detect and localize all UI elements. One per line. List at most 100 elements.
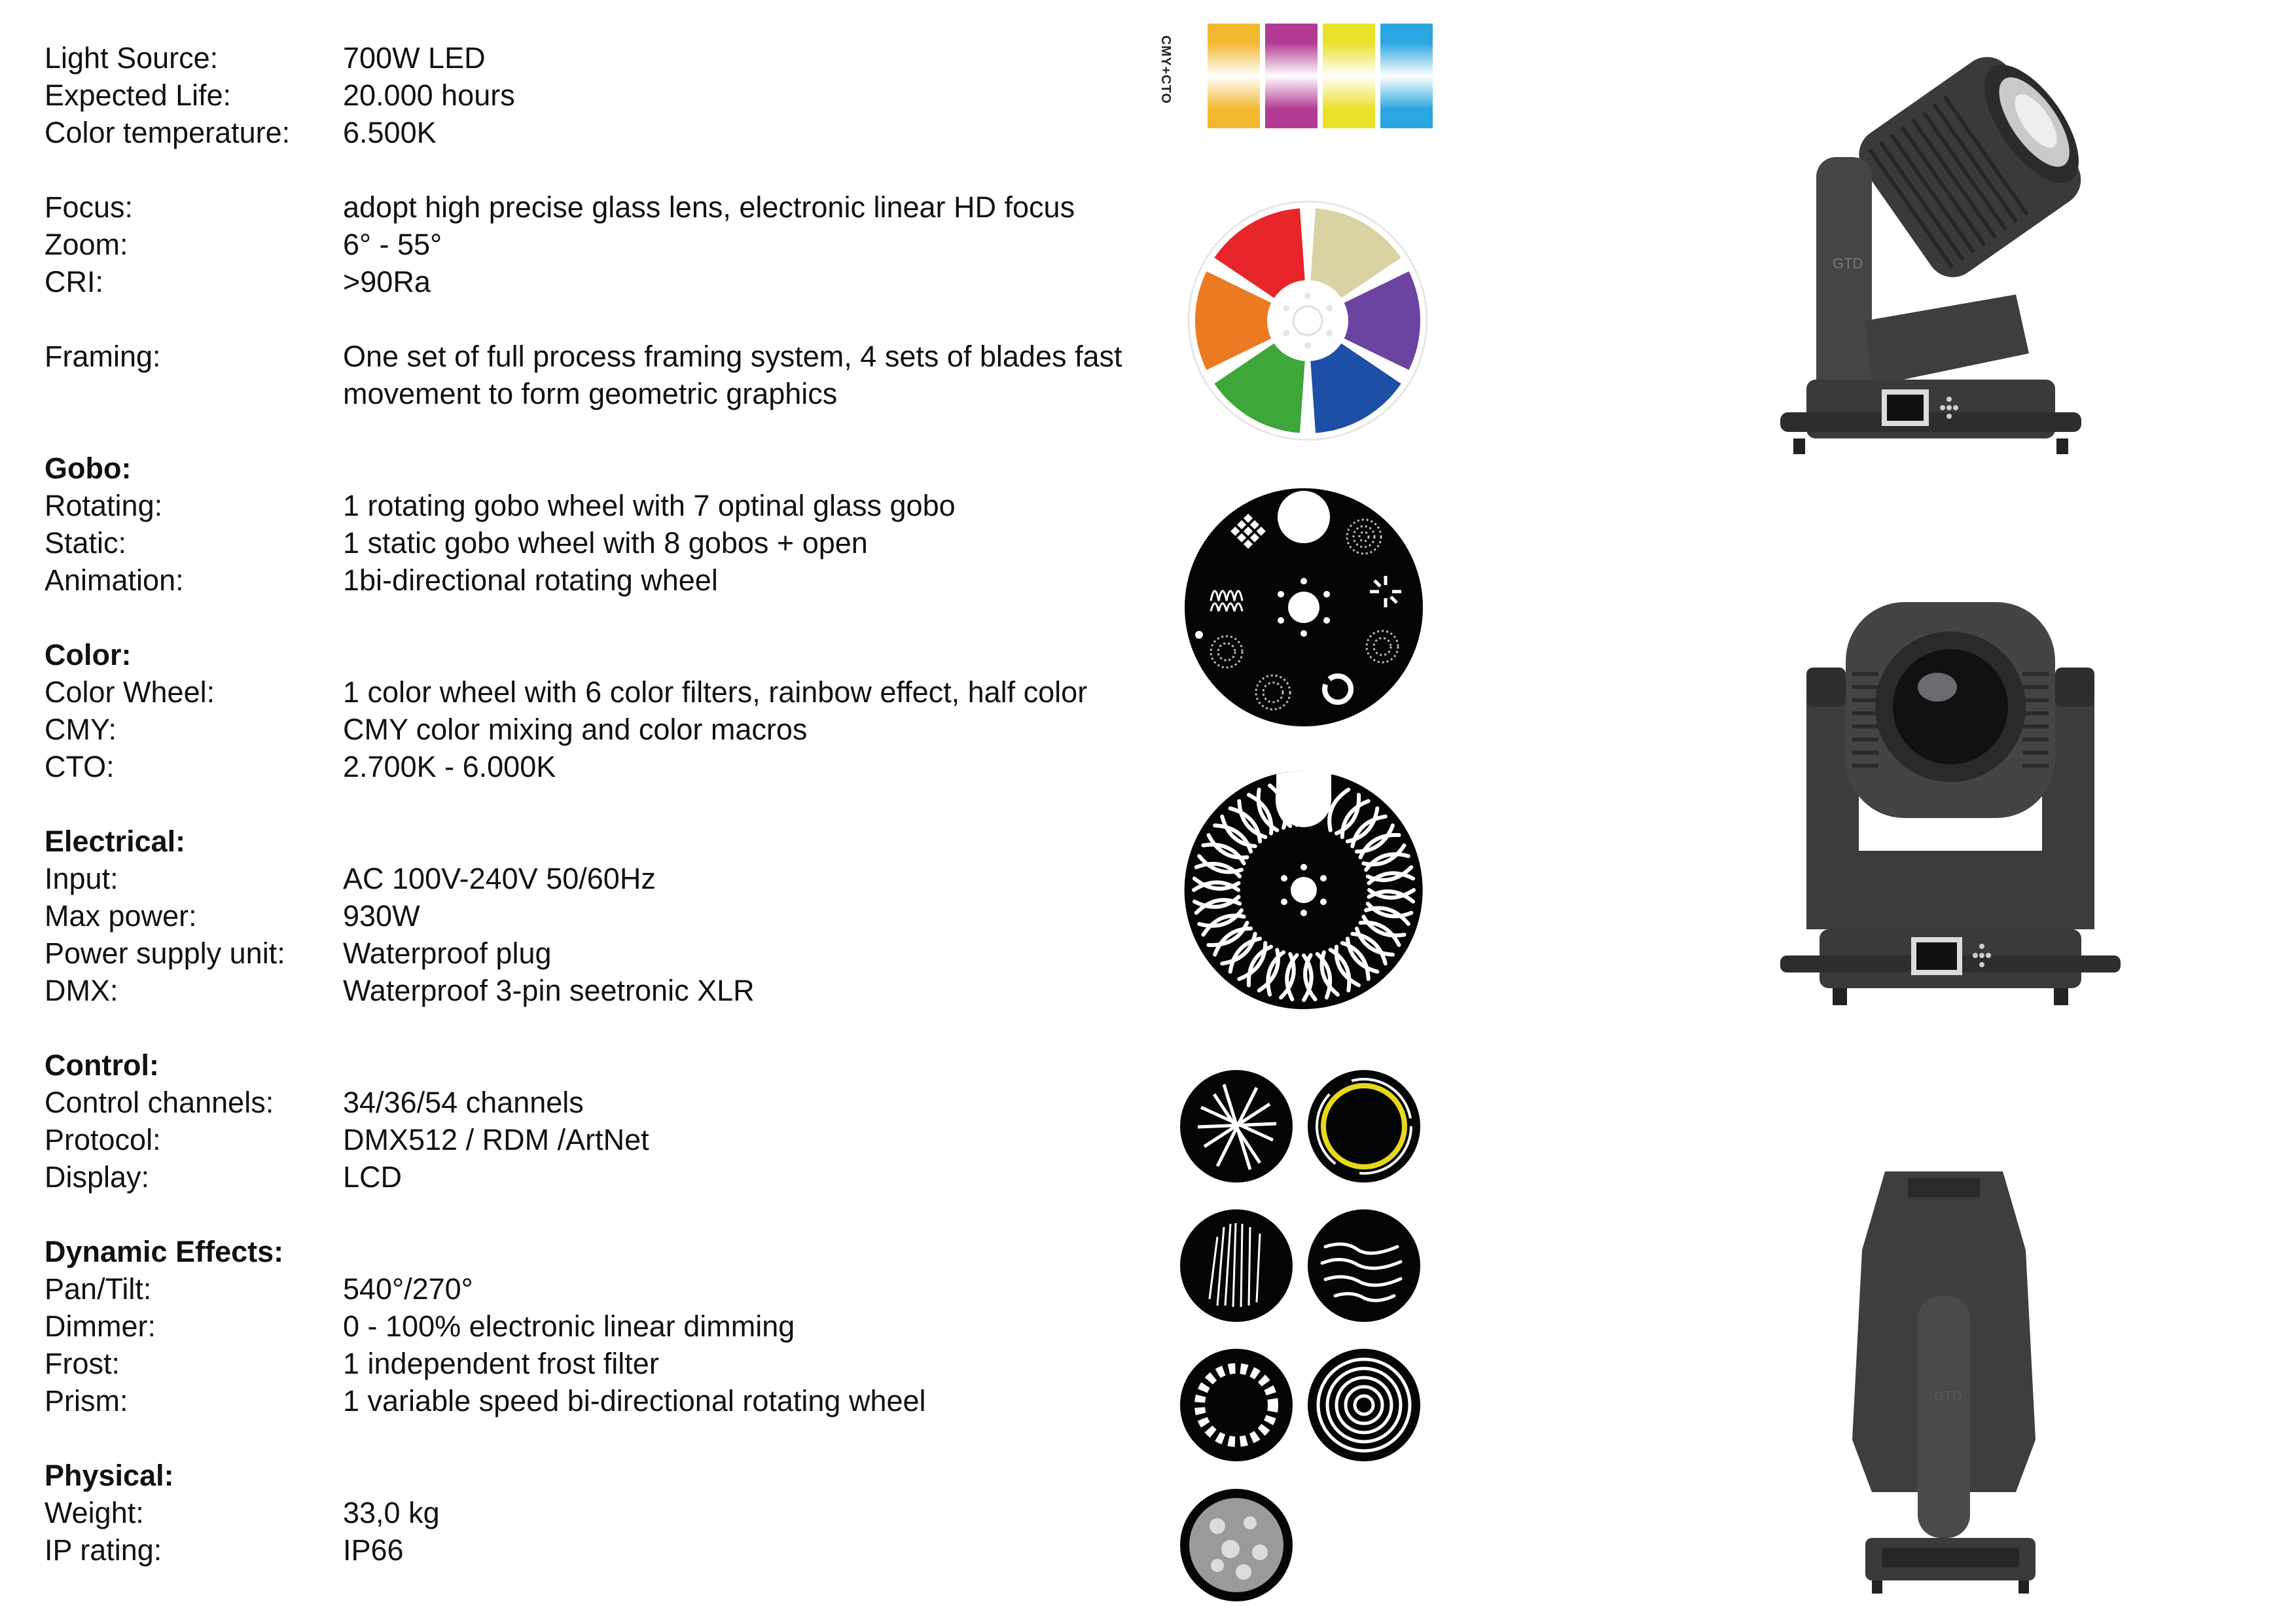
animation-streak — [1315, 952, 1333, 1000]
spec-value: One set of full process framing system, … — [343, 340, 1122, 410]
section-heading-physical: Physical: — [45, 1459, 174, 1492]
spec-label: Protocol: — [45, 1123, 161, 1156]
animation-streak — [1350, 814, 1388, 849]
spec-label: Focus: — [45, 190, 134, 224]
spec-value: adopt high precise glass lens, electroni… — [343, 190, 1075, 224]
spec-value: CMY color mixing and color macros — [343, 713, 808, 746]
animation-streak — [1302, 954, 1314, 1002]
color-wheel-segment — [1214, 343, 1305, 433]
spec-psu: Power supply unit: Waterproof plug — [45, 935, 1157, 972]
animation-streak — [1192, 876, 1241, 891]
animation-streak — [1257, 948, 1280, 993]
spec-label: Zoom: — [45, 228, 128, 261]
spec-label: Weight: — [45, 1496, 144, 1529]
animation-streak — [1364, 852, 1410, 872]
spec-label: Static: — [45, 526, 127, 560]
spec-label: Light Source: — [45, 41, 219, 75]
spec-value: Waterproof 3-pin seetronic XLR — [343, 974, 755, 1007]
animation-streak — [1192, 880, 1240, 892]
swatch-lime — [1323, 24, 1375, 128]
animation-streak — [1206, 833, 1249, 860]
animation-streak — [1279, 952, 1296, 1000]
spec-cmy: CMY: CMY color mixing and color macros — [45, 711, 1157, 748]
spec-label: Input: — [45, 862, 118, 895]
animation-streak — [1367, 871, 1416, 885]
animation-streak — [1197, 854, 1244, 874]
spec-display: Display:LCD — [45, 1158, 1157, 1196]
spec-value: >90Ra — [343, 265, 431, 298]
spacer — [45, 1419, 1157, 1457]
color-wheel-illustration — [1183, 196, 1432, 445]
color-wheel-segment — [1344, 271, 1421, 370]
spec-label: CTO: — [45, 750, 115, 783]
animation-streak — [1327, 787, 1351, 832]
spec-dmx: DMX: Waterproof 3-pin seetronic XLR — [45, 972, 1157, 1009]
glass-gobo-yellow-ring — [1306, 1068, 1422, 1185]
spec-pan-tilt: Pan/Tilt:540°/270° — [45, 1270, 1157, 1308]
spec-label: Color temperature: — [45, 116, 291, 149]
spec-color-wheel: Color Wheel:1 color wheel with 6 color f… — [45, 673, 1157, 711]
spec-value: 1 variable speed bi-directional rotating… — [343, 1384, 926, 1418]
spec-value: 930W — [343, 899, 420, 933]
spec-zoom: Zoom: 6° - 55° — [45, 226, 1157, 263]
animation-streak — [1237, 799, 1268, 840]
section-heading-control: Control: — [45, 1048, 159, 1082]
color-wheel-segment — [1214, 208, 1305, 298]
fixture-logo-angled: GTD — [1833, 255, 1863, 272]
spec-value: 20.000 hours — [343, 79, 515, 112]
spacer — [45, 151, 1157, 188]
spec-value: 34/36/54 channels — [343, 1086, 584, 1119]
spec-value: Waterproof plug — [343, 936, 552, 970]
spec-label: CMY: — [45, 713, 117, 746]
swatch-cyan — [1380, 24, 1433, 128]
spec-label: Dimmer: — [45, 1310, 156, 1343]
glass-gobo-segment-ring — [1178, 1347, 1295, 1463]
spec-label: Frost: — [45, 1347, 120, 1380]
spec-prism: Prism: 1 variable speed bi-directional ro… — [45, 1382, 1157, 1419]
glass-gobo-texture — [1178, 1487, 1295, 1603]
spec-max-power: Max power:930W — [45, 897, 1157, 935]
animation-streak — [1220, 814, 1257, 849]
spec-value: 2.700K - 6.000K — [343, 750, 556, 783]
spec-value: 1 static gobo wheel with 8 gobos + open — [343, 526, 868, 560]
animation-streak — [1334, 944, 1361, 988]
spec-label: Prism: — [45, 1384, 128, 1418]
spec-value: 6° - 55° — [343, 228, 442, 261]
animation-streak — [1340, 799, 1371, 840]
rotating-gobo-wheel-illustration — [1179, 483, 1428, 732]
spec-expected-life: Expected Life:20.000 hours — [45, 77, 1157, 114]
spacer — [45, 1196, 1157, 1233]
glass-gobo-spiral — [1306, 1347, 1422, 1463]
spec-label: Animation: — [45, 563, 184, 597]
spec-ip-rating: IP rating:IP66 — [45, 1531, 1157, 1569]
animation-streak — [1192, 895, 1241, 909]
spacer — [45, 412, 1157, 450]
cmy-cto-swatches — [1208, 24, 1433, 128]
animation-streak — [1206, 921, 1249, 948]
spec-label: Power supply unit: — [45, 936, 285, 970]
spec-value: 1 rotating gobo wheel with 7 optinal gla… — [343, 489, 956, 522]
fixture-side-view: GTD — [1846, 1165, 2055, 1597]
section-heading-color: Color: — [45, 638, 132, 671]
spec-label: CRI: — [45, 265, 103, 298]
color-wheel-segment — [1310, 343, 1401, 433]
spec-value: 0 - 100% electronic linear dimming — [343, 1310, 795, 1343]
spec-focus: Focus: adopt high precise glass lens, ele… — [45, 188, 1157, 226]
spacer — [45, 1009, 1157, 1046]
glass-gobo-sticks — [1178, 1068, 1295, 1185]
animation-streak — [1247, 793, 1274, 836]
swatch-magenta — [1265, 24, 1318, 128]
animation-streak — [1367, 888, 1416, 900]
animation-streak — [1256, 787, 1280, 832]
spec-label: DMX: — [45, 974, 118, 1007]
spec-label: IP rating: — [45, 1533, 162, 1567]
animation-streak — [1266, 950, 1286, 997]
spec-value: AC 100V-240V 50/60Hz — [343, 862, 656, 895]
section-heading-dynamic-effects: Dynamic Effects: — [45, 1235, 284, 1268]
fixture-angled-view: GTD — [1780, 46, 2094, 471]
animation-streak — [1237, 940, 1268, 981]
spec-input: Input: AC 100V-240V 50/60Hz — [45, 860, 1157, 897]
section-heading-gobo: Gobo: — [45, 452, 132, 485]
animation-streak — [1220, 931, 1257, 966]
spec-gobo-animation: Animation:1bi-directional rotating wheel — [45, 562, 1157, 599]
